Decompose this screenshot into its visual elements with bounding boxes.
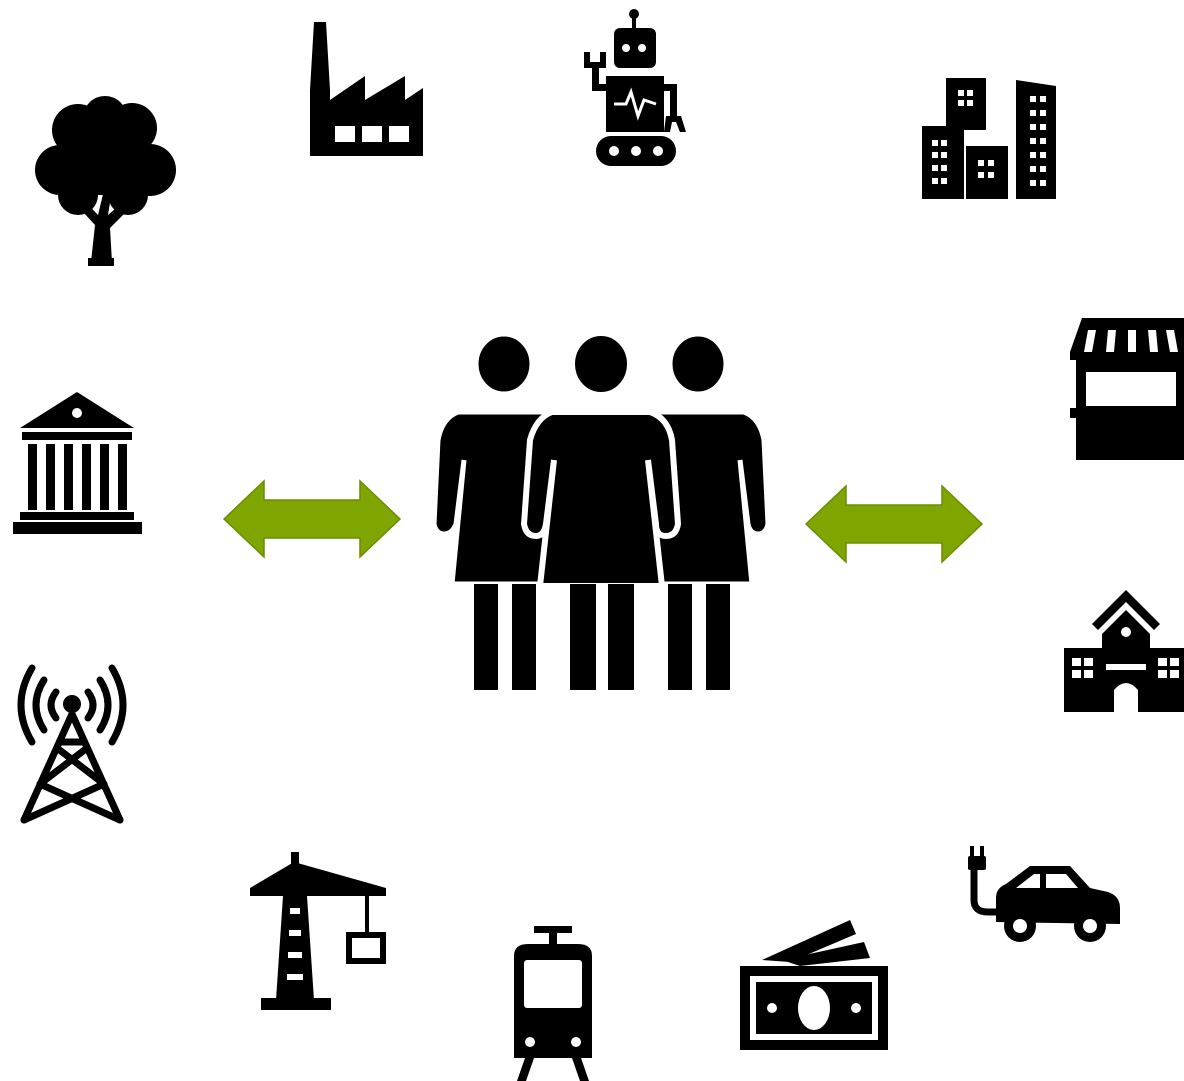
market-stall-icon	[1070, 318, 1184, 460]
money-icon	[740, 920, 888, 1050]
city-buildings-icon	[922, 78, 1056, 199]
electric-car-icon	[968, 846, 1120, 942]
crane-icon	[250, 852, 386, 1010]
bank-icon	[13, 392, 142, 534]
school-icon	[1064, 590, 1184, 712]
tram-icon	[514, 926, 592, 1081]
tree-icon	[35, 96, 176, 266]
radio-tower-icon	[17, 664, 127, 824]
double-arrow-icon	[222, 479, 402, 559]
double-arrow-icon	[804, 484, 984, 564]
robot-icon	[584, 9, 686, 166]
group-of-three-women-icon	[431, 330, 771, 690]
factory-icon	[310, 22, 423, 156]
